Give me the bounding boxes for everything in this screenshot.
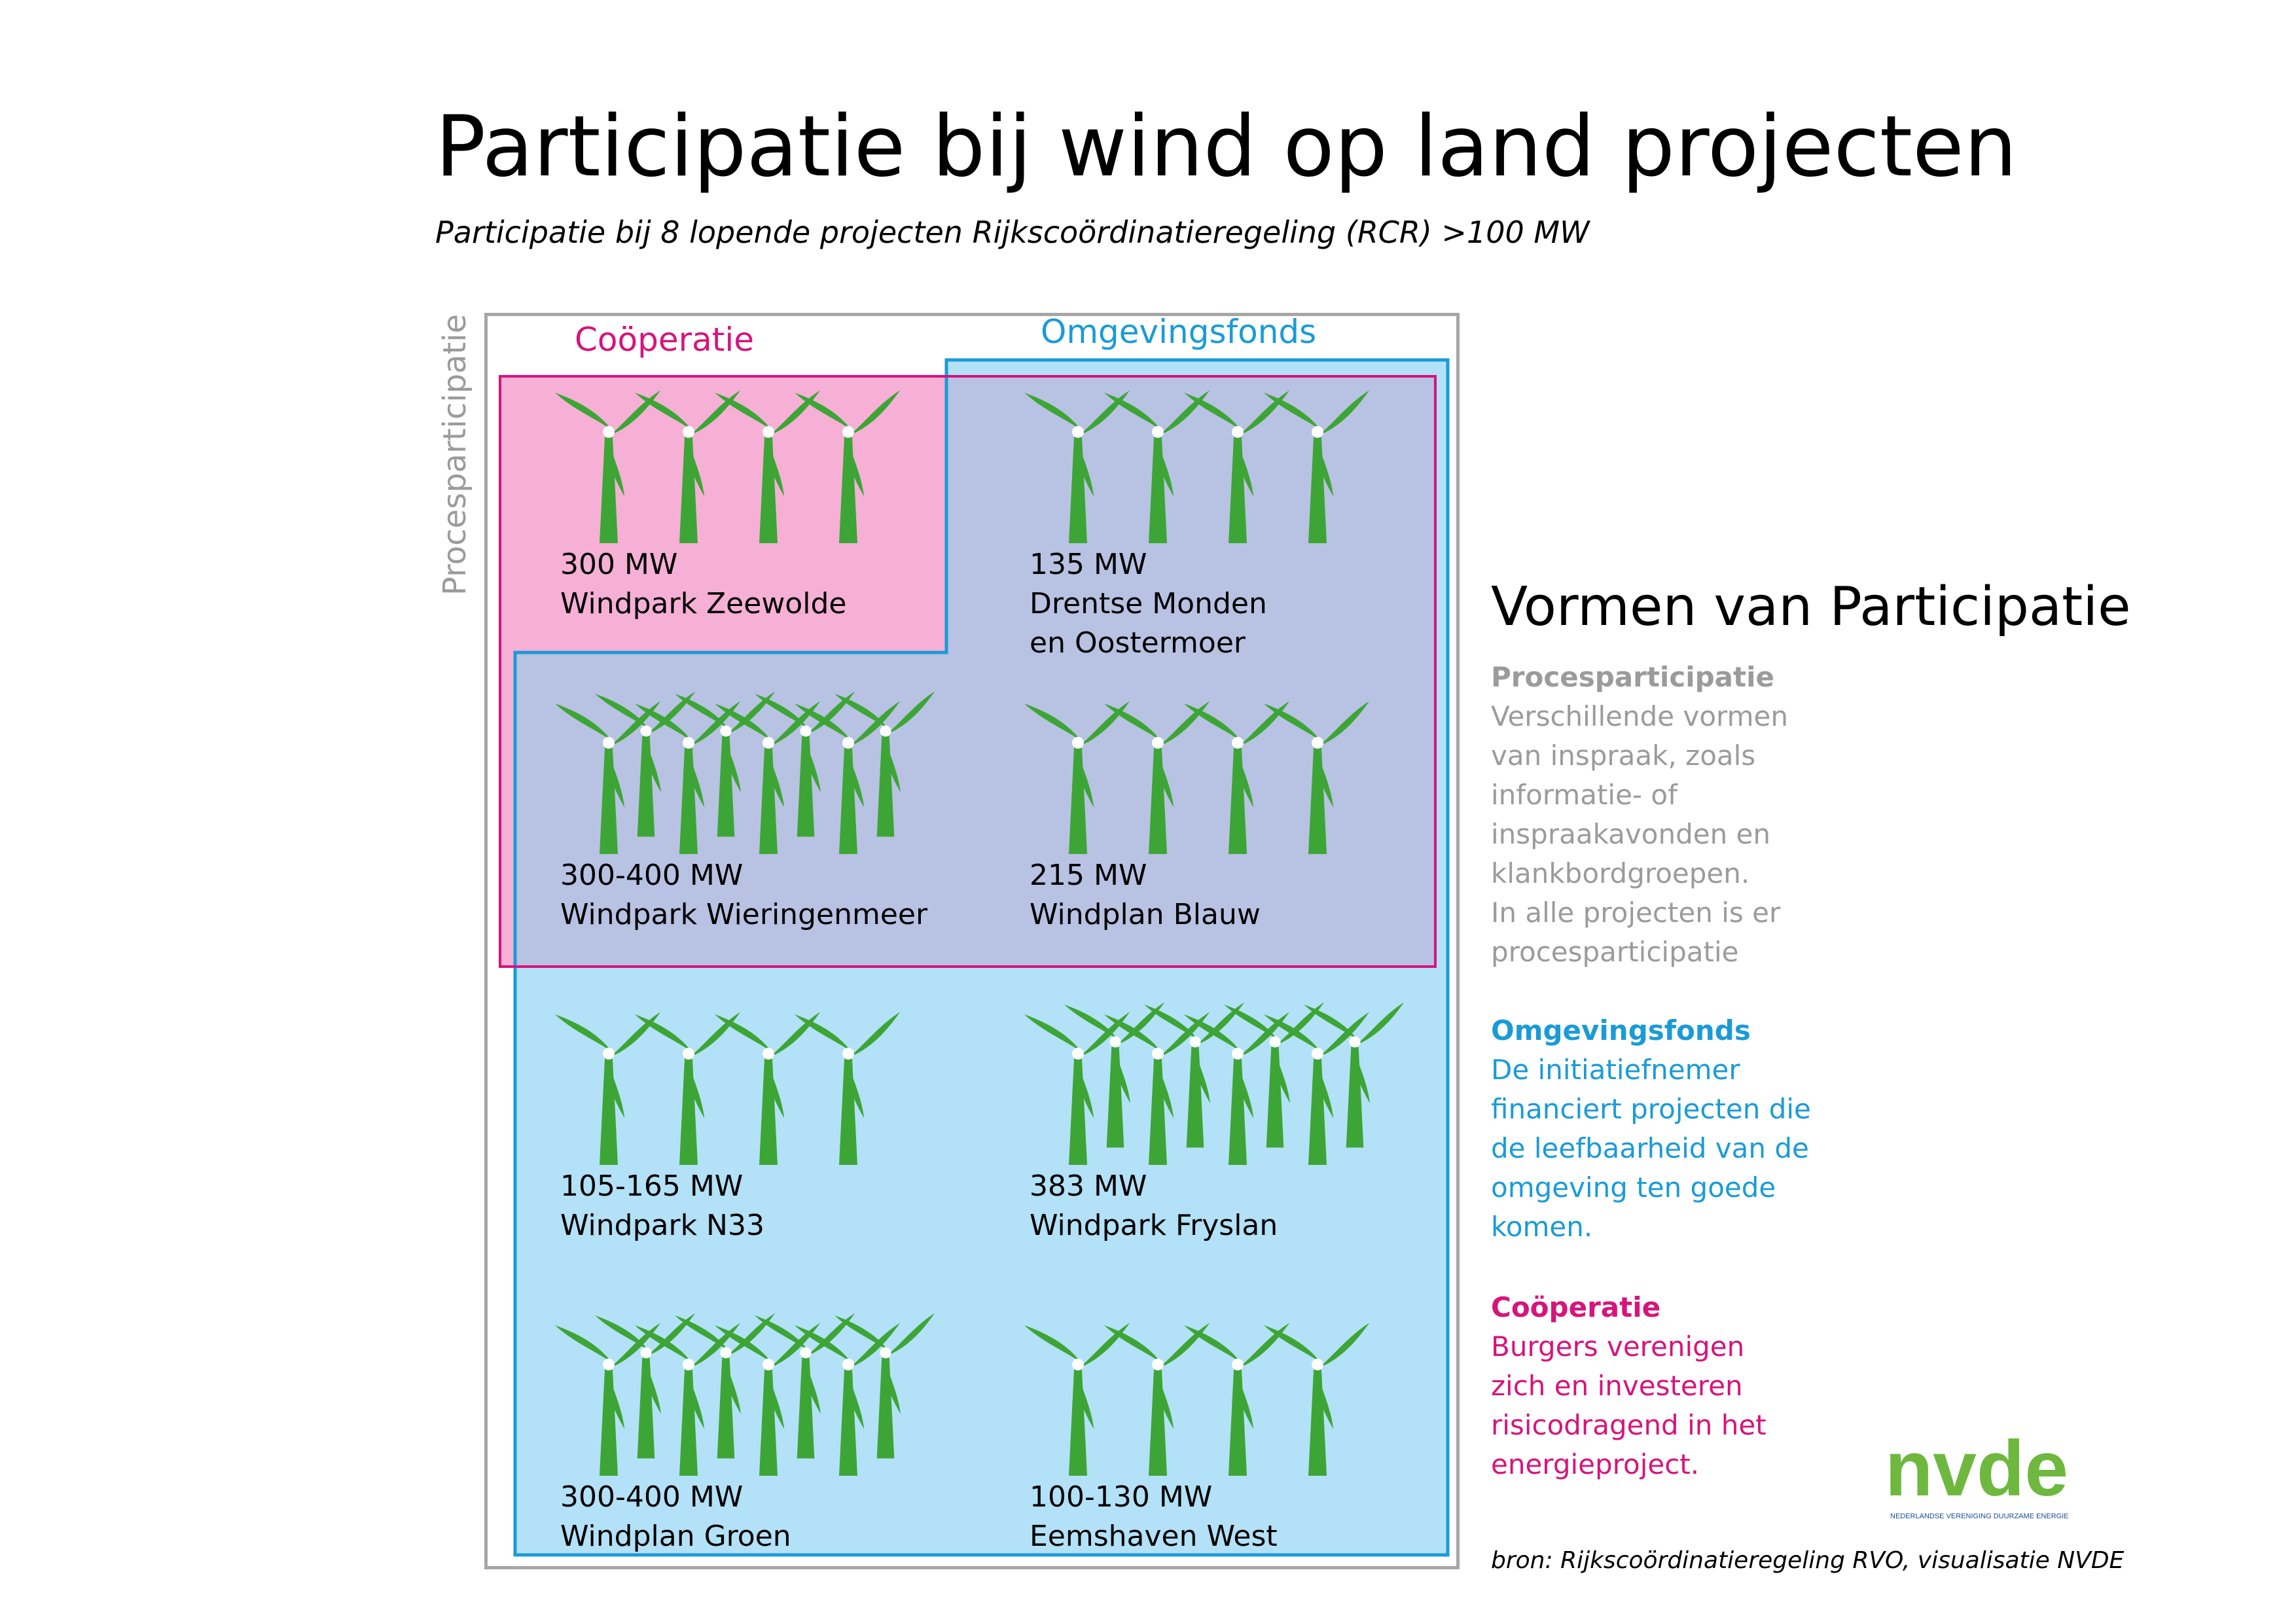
project-name: Windpark N33 (560, 1209, 764, 1242)
wind-turbine-icon (1264, 390, 1370, 543)
wind-turbine-icon (1144, 1002, 1245, 1148)
project-mw: 105-165 MW (560, 1169, 744, 1203)
legend-line: energieproject. (1491, 1448, 1700, 1480)
legend-cooperatie: Coöperatie Burgers verenigen zich en inve… (1491, 1288, 1767, 1484)
project-mw: 300-400 MW (560, 1480, 744, 1514)
project-name: Windplan Groen (560, 1520, 791, 1553)
project-name2: en Oostermoer (1030, 626, 1246, 660)
page-title: Participatie bij wind op land projecten (435, 98, 2017, 196)
legend-line: risicodragend in het (1491, 1409, 1767, 1441)
wind-turbine-icon (1264, 701, 1370, 854)
project-label: 215 MW Windplan Blauw (1030, 856, 1261, 935)
wind-turbine-icon (1024, 1323, 1130, 1476)
wind-turbine-icon (635, 1012, 741, 1165)
wind-turbine-icon (555, 390, 661, 543)
nvde-logo: nvde NEDERLANDSE VERENIGING DUURZAME ENE… (1885, 1433, 2069, 1520)
wind-turbine-icon (795, 390, 901, 543)
wind-turbine-icon (1304, 1002, 1405, 1148)
legend-line: komen. (1491, 1211, 1593, 1243)
wind-turbine-icon (795, 1012, 901, 1165)
wind-turbine-icon (795, 701, 901, 854)
project-name: Windpark Wieringenmeer (560, 898, 928, 931)
project-label: 135 MW Drentse Monden en Oostermoer (1030, 545, 1267, 663)
page-subtitle: Participatie bij 8 lopende projecten Rij… (435, 215, 1590, 250)
wind-turbine-icon (1064, 1002, 1165, 1148)
wind-turbine-icon (795, 1323, 901, 1476)
legend-heading: Omgevingsfonds (1491, 1014, 1751, 1046)
wind-turbine-icon (715, 1323, 821, 1476)
wind-turbine-icon (675, 691, 776, 837)
wind-turbine-icon (1264, 1012, 1370, 1165)
wind-turbine-icon (715, 701, 821, 854)
wind-turbine-icon (715, 390, 821, 543)
procesparticipatie-frame (484, 313, 1460, 1569)
wind-turbine-icon (635, 1323, 741, 1476)
cooperatie-region-label: Coöperatie (575, 321, 755, 359)
legend-title: Vormen van Participatie (1491, 576, 2131, 638)
omgevingsfonds-outline (513, 358, 1450, 1557)
legend-heading: Coöperatie (1491, 1291, 1661, 1323)
omgevingsfonds-region-label: Omgevingsfonds (1041, 313, 1317, 351)
legend-line: financiert projecten die (1491, 1093, 1811, 1125)
wind-turbine-icon (834, 1313, 935, 1459)
source-note: bron: Rijkscoördinatieregeling RVO, visu… (1491, 1547, 2125, 1574)
wind-turbine-icon (555, 701, 661, 854)
legend-line: de leefbaarheid van de (1491, 1132, 1809, 1164)
wind-turbine-icon (1104, 390, 1210, 543)
legend-line: procesparticipatie (1491, 936, 1739, 968)
wind-turbine-icon (595, 691, 696, 837)
project-label: 100-130 MW Eemshaven West (1030, 1478, 1278, 1556)
project-label: 300-400 MW Windpark Wieringenmeer (560, 856, 927, 935)
cooperatie-outline (499, 375, 1437, 968)
project-label: 300 MW Windpark Zeewolde (560, 545, 846, 624)
project-mw: 300-400 MW (560, 859, 744, 892)
legend-heading: Procesparticipatie (1491, 661, 1774, 693)
wind-turbine-icon (1184, 390, 1290, 543)
project-name: Windplan Blauw (1030, 898, 1261, 931)
project-label: 383 MW Windpark Fryslan (1030, 1167, 1278, 1245)
wind-turbine-icon (1184, 1012, 1290, 1165)
logo-tagline: NEDERLANDSE VERENIGING DUURZAME ENERGIE (1890, 1512, 2069, 1520)
project-name: Windpark Zeewolde (560, 587, 847, 620)
wind-turbine-icon (755, 1313, 855, 1459)
legend-line: inspraakavonden en (1491, 818, 1770, 850)
project-mw: 215 MW (1030, 859, 1147, 892)
project-mw: 300 MW (560, 548, 678, 581)
legend-line: klankbordgroepen. (1491, 857, 1750, 889)
project-mw: 100-130 MW (1030, 1480, 1213, 1514)
procesparticipatie-axis-label: Procesparticipatie (437, 313, 473, 596)
legend-line: van inspraak, zoals (1491, 740, 1756, 772)
legend-line: Verschillende vormen (1491, 700, 1788, 732)
overlap-region (515, 376, 1435, 967)
project-name: Windpark Fryslan (1030, 1209, 1278, 1242)
wind-turbine-icon (1184, 701, 1290, 854)
legend-line: informatie- of (1491, 779, 1677, 811)
legend-line: De initiatiefnemer (1491, 1054, 1740, 1086)
project-name: Eemshaven West (1030, 1520, 1278, 1553)
project-label: 105-165 MW Windpark N33 (560, 1167, 764, 1245)
project-mw: 383 MW (1030, 1169, 1147, 1203)
legend-line: In alle projecten is er (1491, 897, 1781, 929)
legend-line: zich en investeren (1491, 1370, 1743, 1402)
logo-text: nvde (1885, 1433, 2068, 1512)
wind-turbine-icon (1024, 390, 1130, 543)
wind-turbine-icon (834, 691, 935, 837)
project-mw: 135 MW (1030, 548, 1147, 581)
wind-turbine-icon (1264, 1323, 1370, 1476)
project-name: Drentse Monden (1030, 587, 1267, 620)
wind-turbine-icon (1224, 1002, 1325, 1148)
legend-line: Burgers verenigen (1491, 1330, 1745, 1363)
wind-turbine-icon (755, 691, 855, 837)
wind-turbine-icon (595, 1313, 696, 1459)
legend-procesparticipatie: Procesparticipatie Verschillende vormen v… (1491, 658, 1788, 972)
legend-omgevingsfonds: Omgevingsfonds De initiatiefnemer financi… (1491, 1011, 1811, 1247)
legend-line: omgeving ten goede (1491, 1171, 1776, 1204)
project-label: 300-400 MW Windplan Groen (560, 1478, 791, 1556)
wind-turbine-icon (675, 1313, 776, 1459)
